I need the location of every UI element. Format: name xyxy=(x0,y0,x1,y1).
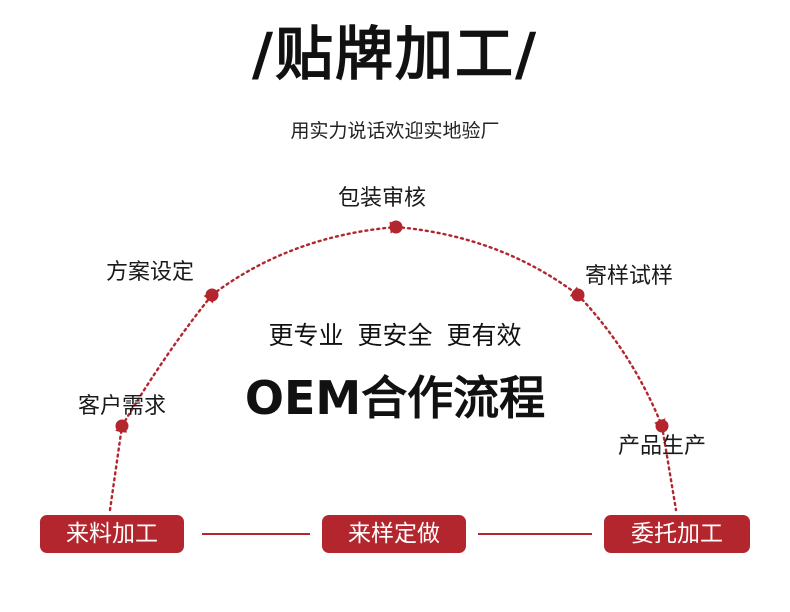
slogan: 更专业 更安全 更有效 xyxy=(268,321,522,350)
step-label-customer-demand: 客户需求 xyxy=(78,394,167,419)
step-dot-5 xyxy=(655,419,669,433)
flow-segment-end xyxy=(660,424,678,512)
mode-connector-right xyxy=(478,533,592,535)
step-label-production: 产品生产 xyxy=(618,434,707,459)
step-dot-1 xyxy=(115,419,129,433)
step-dot-3 xyxy=(389,220,403,234)
flow-headline: OEM合作流程 xyxy=(244,371,546,425)
step-dot-4 xyxy=(571,288,585,302)
flow-segment-3 xyxy=(394,225,583,299)
step-label-plan-design: 方案设定 xyxy=(106,260,195,285)
page-title: /贴牌加工/ xyxy=(251,20,539,88)
mode-badge-material-processing: 来料加工 xyxy=(40,515,184,553)
mode-connector-left xyxy=(202,533,310,535)
flow-segment-1 xyxy=(120,290,216,428)
flow-segment-start xyxy=(108,420,128,512)
flow-segment-2 xyxy=(210,221,402,297)
step-dot-2 xyxy=(205,288,219,302)
flow-segment-4 xyxy=(576,293,666,432)
mode-badge-sample-custom: 来样定做 xyxy=(322,515,466,553)
step-label-packaging-review: 包装审核 xyxy=(338,186,427,211)
mode-badge-commissioned-processing: 委托加工 xyxy=(604,515,750,553)
step-label-sample-trial: 寄样试样 xyxy=(585,264,674,289)
page-subtitle: 用实力说话欢迎实地验厂 xyxy=(290,120,500,142)
